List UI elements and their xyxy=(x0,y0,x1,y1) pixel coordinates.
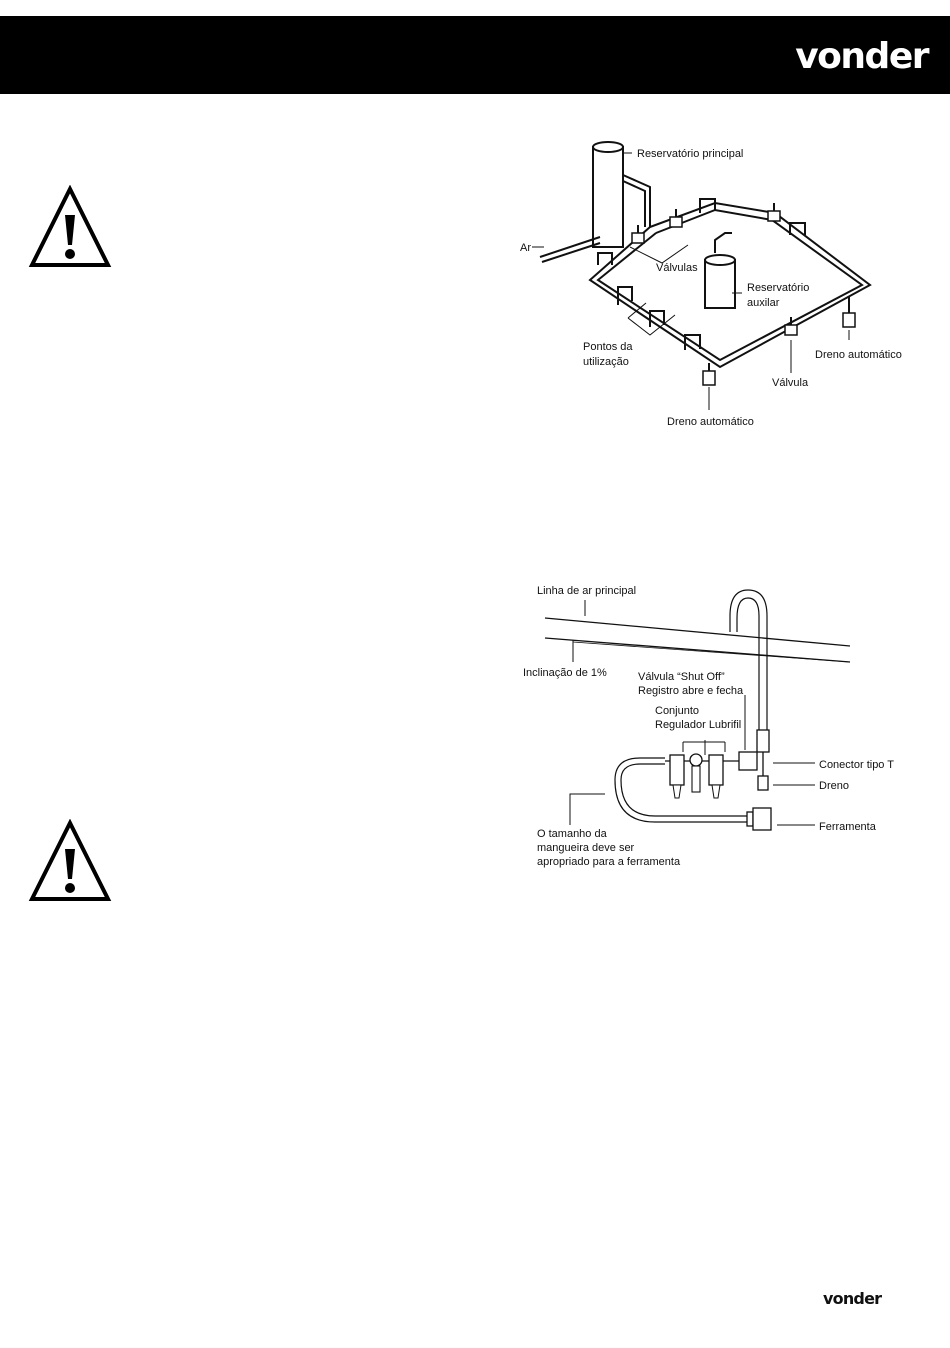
label-hose-2: mangueira deve ser xyxy=(537,842,635,854)
label-hose: O tamanho da xyxy=(537,828,608,840)
label-aux-reservoir-2: auxilar xyxy=(747,297,780,309)
main-reservoir xyxy=(592,141,624,248)
valves xyxy=(631,203,798,336)
label-auto-drain-right: Dreno automático xyxy=(815,349,902,361)
label-main-reservoir: Reservatório principal xyxy=(637,148,743,160)
regulator-lubricator-assembly xyxy=(665,753,739,799)
label-main-line: Linha de ar principal xyxy=(537,585,636,597)
page-header-bar: vonder xyxy=(0,16,950,94)
tool xyxy=(746,811,754,827)
air-network-diagram: Reservatório principal Ar Válvulas Reser… xyxy=(520,141,902,428)
label-hose-3: apropriado para a ferramenta xyxy=(537,856,681,868)
label-shutoff-valve-2: Registro abre e fecha xyxy=(638,685,744,697)
label-shutoff-valve: Válvula “Shut Off” xyxy=(638,671,725,683)
label-tool: Ferramenta xyxy=(819,821,877,833)
warning-triangle-icon xyxy=(28,819,112,901)
label-use-points: Pontos da xyxy=(583,341,633,353)
label-auto-drain-bottom: Dreno automático xyxy=(667,416,754,428)
label-regulator-2: Regulador Lubrifil xyxy=(655,719,741,731)
brand-logo: vonder xyxy=(795,36,929,77)
label-valve: Válvula xyxy=(772,377,809,389)
label-use-points-2: utilização xyxy=(583,356,629,368)
label-t-connector: Conector tipo T xyxy=(819,759,894,771)
point-of-use-diagram: Linha de ar principal Inclinação de 1% V… xyxy=(523,585,894,868)
footer-brand-logo: vonder xyxy=(823,1289,882,1308)
label-slope: Inclinação de 1% xyxy=(523,667,607,679)
shutoff-valve xyxy=(738,751,758,771)
main-air-line xyxy=(544,617,851,663)
automatic-drains xyxy=(702,297,856,386)
label-regulator: Conjunto xyxy=(655,705,699,717)
label-air: Ar xyxy=(520,242,531,254)
label-drain: Dreno xyxy=(819,780,849,792)
auxiliary-reservoir xyxy=(704,232,736,309)
label-aux-reservoir: Reservatório xyxy=(747,282,809,294)
warning-triangle-icon xyxy=(28,185,112,267)
label-valves: Válvulas xyxy=(656,262,698,274)
t-connector xyxy=(756,729,770,791)
